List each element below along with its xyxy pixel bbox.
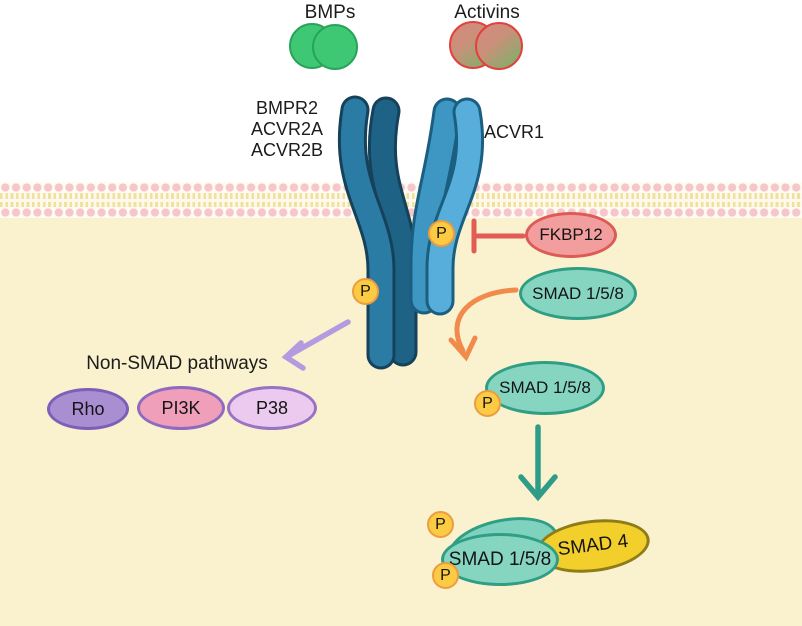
type1-receptor-icon [409,97,485,316]
smad158-complex-label: SMAD 1/5/8 [448,548,552,570]
phosphate-label: P [360,282,371,300]
complex-formation-arrow-icon [518,424,558,502]
phosphate-badge-receptor-right: P [428,220,455,247]
smad158-phosphorylated-node: SMAD 1/5/8 [485,361,605,415]
pi3k-label: PI3K [161,397,201,418]
type2-receptor-icon [337,95,418,370]
phosphate-label: P [436,224,447,242]
type2-receptor-label-line2: ACVR2A [250,119,324,139]
pi3k-node: PI3K [137,386,225,430]
type2-receptor-label: BMPR2 ACVR2A ACVR2B [227,98,347,161]
p38-node: P38 [227,386,317,430]
type1-receptor-label: ACVR1 [484,122,545,142]
phosphate-badge-smad-mid: P [474,390,501,417]
inhibition-tbar-icon [471,218,526,254]
bmps-label: BMPs [304,2,356,23]
activin-ligand-icon [449,21,523,70]
fkbp12-label: FKBP12 [539,225,603,244]
type2-receptor-label-line1: BMPR2 [255,98,318,118]
fkbp12-node: FKBP12 [525,212,617,258]
smad158-cytoplasmic-label: SMAD 1/5/8 [532,283,624,303]
type2-receptor-label-line3: ACVR2B [250,140,324,160]
phosphate-label: P [482,394,493,412]
smad158-cytoplasmic-node: SMAD 1/5/8 [519,267,637,320]
smad4-label: SMAD 4 [556,530,630,561]
phosphate-badge-complex-bottom: P [432,562,459,589]
rho-node: Rho [47,388,129,430]
phosphate-badge-receptor-left: P [352,278,379,305]
bmp-ligand-icon [289,23,358,70]
non-smad-pathways-label: Non-SMAD pathways [86,353,268,374]
non-smad-arrow-icon [281,319,351,371]
phosphate-badge-complex-top: P [427,511,454,538]
activins-label: Activins [454,2,520,23]
smad158-complex-node: SMAD 1/5/8 [441,533,559,586]
smad-recruitment-arrow-icon [448,287,519,362]
phosphate-label: P [435,515,446,533]
rho-label: Rho [71,398,105,419]
p38-label: P38 [255,397,289,418]
phosphate-label: P [440,566,451,584]
smad158-phosphorylated-label: SMAD 1/5/8 [499,378,591,397]
